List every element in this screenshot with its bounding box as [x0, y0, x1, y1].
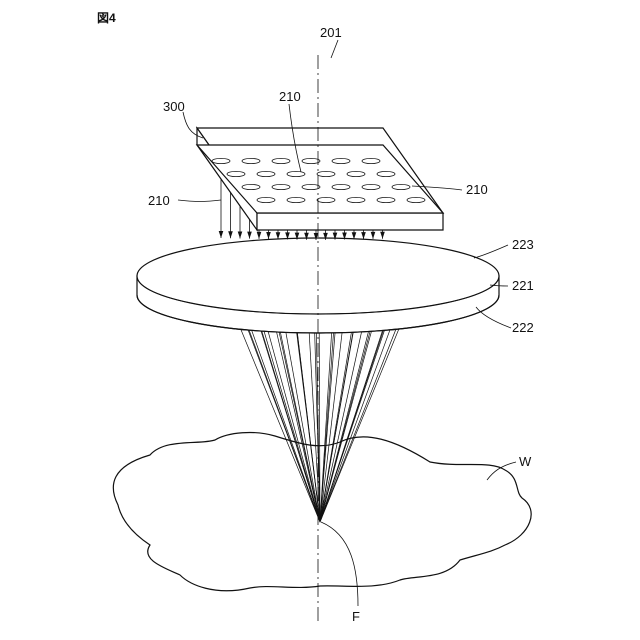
figure-title: 図4 — [97, 11, 116, 25]
beam-arrow-head — [371, 232, 376, 239]
beam-arrow-head — [238, 231, 243, 238]
beam-arrow-head — [276, 232, 281, 239]
beam-arrow-head — [247, 232, 252, 239]
beam-arrow-head — [257, 232, 262, 239]
array-hole-face — [197, 145, 443, 213]
label-210-left: 210 — [148, 193, 170, 208]
label-210-top: 210 — [279, 89, 301, 104]
beam-arrow-head — [228, 231, 233, 238]
label-210-right: 210 — [466, 182, 488, 197]
label-222: 222 — [512, 320, 534, 335]
beam-arrow-head — [266, 232, 271, 239]
leader-210-left — [178, 200, 221, 202]
array-front-face — [257, 213, 443, 230]
emitter-array-300 — [197, 128, 443, 230]
label-W: W — [519, 454, 532, 469]
beam-arrow-head — [361, 232, 366, 239]
beam-arrow-head — [380, 232, 385, 239]
beam-arrow-head — [219, 231, 224, 238]
label-223: 223 — [512, 237, 534, 252]
leader-201 — [331, 40, 338, 58]
label-300: 300 — [163, 99, 185, 114]
label-F: F — [352, 609, 360, 624]
label-201: 201 — [320, 25, 342, 40]
label-221: 221 — [512, 278, 534, 293]
leader-223 — [474, 245, 508, 258]
